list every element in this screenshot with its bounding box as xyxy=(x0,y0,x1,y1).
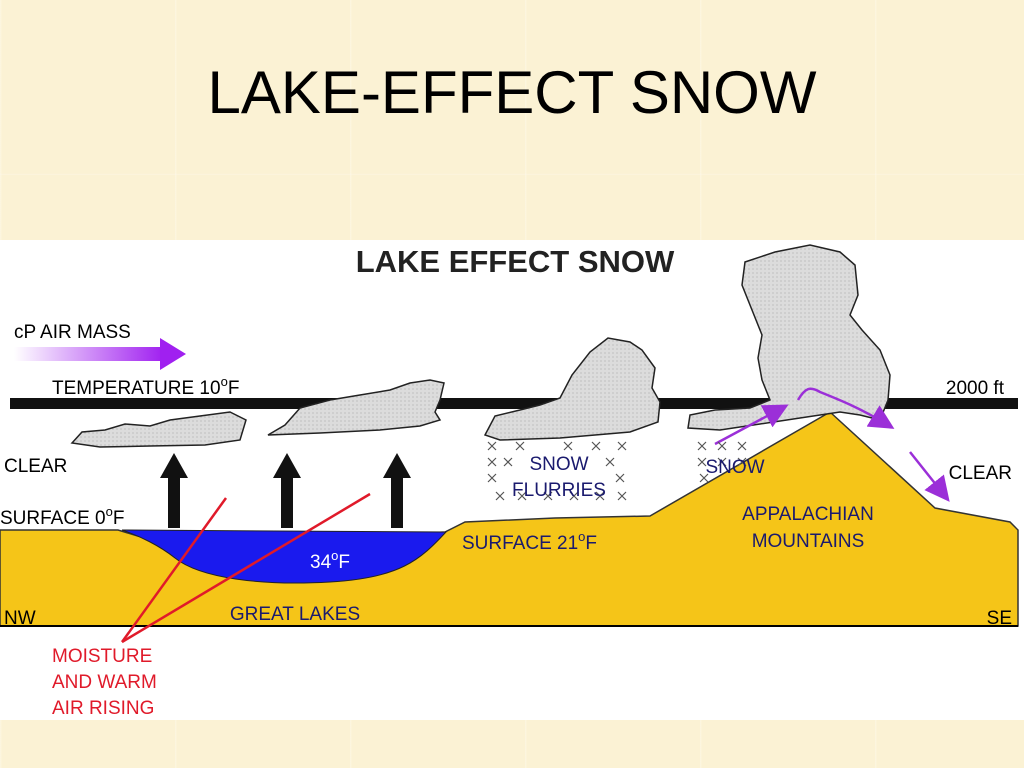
snow-crosses xyxy=(487,441,747,501)
altitude-label: 2000 ft xyxy=(946,378,1005,399)
cloud-3 xyxy=(483,337,661,441)
moisture-line3: AIR RISING xyxy=(52,698,154,719)
cloud-4 xyxy=(687,244,891,431)
wind-arrows xyxy=(714,387,950,502)
temperature-label: TEMPERATURE 10oF xyxy=(52,374,239,399)
clear-right-label: CLEAR xyxy=(949,463,1012,484)
moisture-line2: AND WARM xyxy=(52,672,157,693)
diagram-title: LAKE EFFECT SNOW xyxy=(356,244,675,279)
surface-left-label: SURFACE 0oF xyxy=(0,504,124,529)
mountains-line1: APPALACHIAN xyxy=(742,504,874,525)
snow-flurries-line1: SNOW xyxy=(529,454,588,475)
cloud-2 xyxy=(267,379,445,436)
air-mass-label: cP AIR MASS xyxy=(14,322,131,343)
cloud-1 xyxy=(70,411,247,448)
great-lakes-label: GREAT LAKES xyxy=(230,604,360,625)
rising-arrows xyxy=(160,453,411,528)
snow-label: SNOW xyxy=(705,457,764,478)
mountains-line2: MOUNTAINS xyxy=(752,531,865,552)
moisture-lines xyxy=(120,492,371,644)
temperature-line xyxy=(10,398,1018,409)
clear-left-label: CLEAR xyxy=(4,456,67,477)
great-lakes-water xyxy=(121,529,448,584)
snow-flurries-line2: FLURRIES xyxy=(512,480,606,501)
lake-temp-label: 34oF xyxy=(310,548,350,573)
surface-mid-label: SURFACE 21oF xyxy=(462,529,597,554)
moisture-line1: MOISTURE xyxy=(52,646,152,667)
air-mass-arrow xyxy=(14,338,186,370)
diagram-svg: LAKE EFFECT SNOW cP AIR MASS TEMPERATURE… xyxy=(0,244,1019,719)
se-label: SE xyxy=(987,608,1012,629)
nw-label: NW xyxy=(4,608,36,629)
lake-effect-diagram: LAKE EFFECT SNOW cP AIR MASS TEMPERATURE… xyxy=(0,240,1024,720)
slide-title: LAKE-EFFECT SNOW xyxy=(207,59,817,126)
